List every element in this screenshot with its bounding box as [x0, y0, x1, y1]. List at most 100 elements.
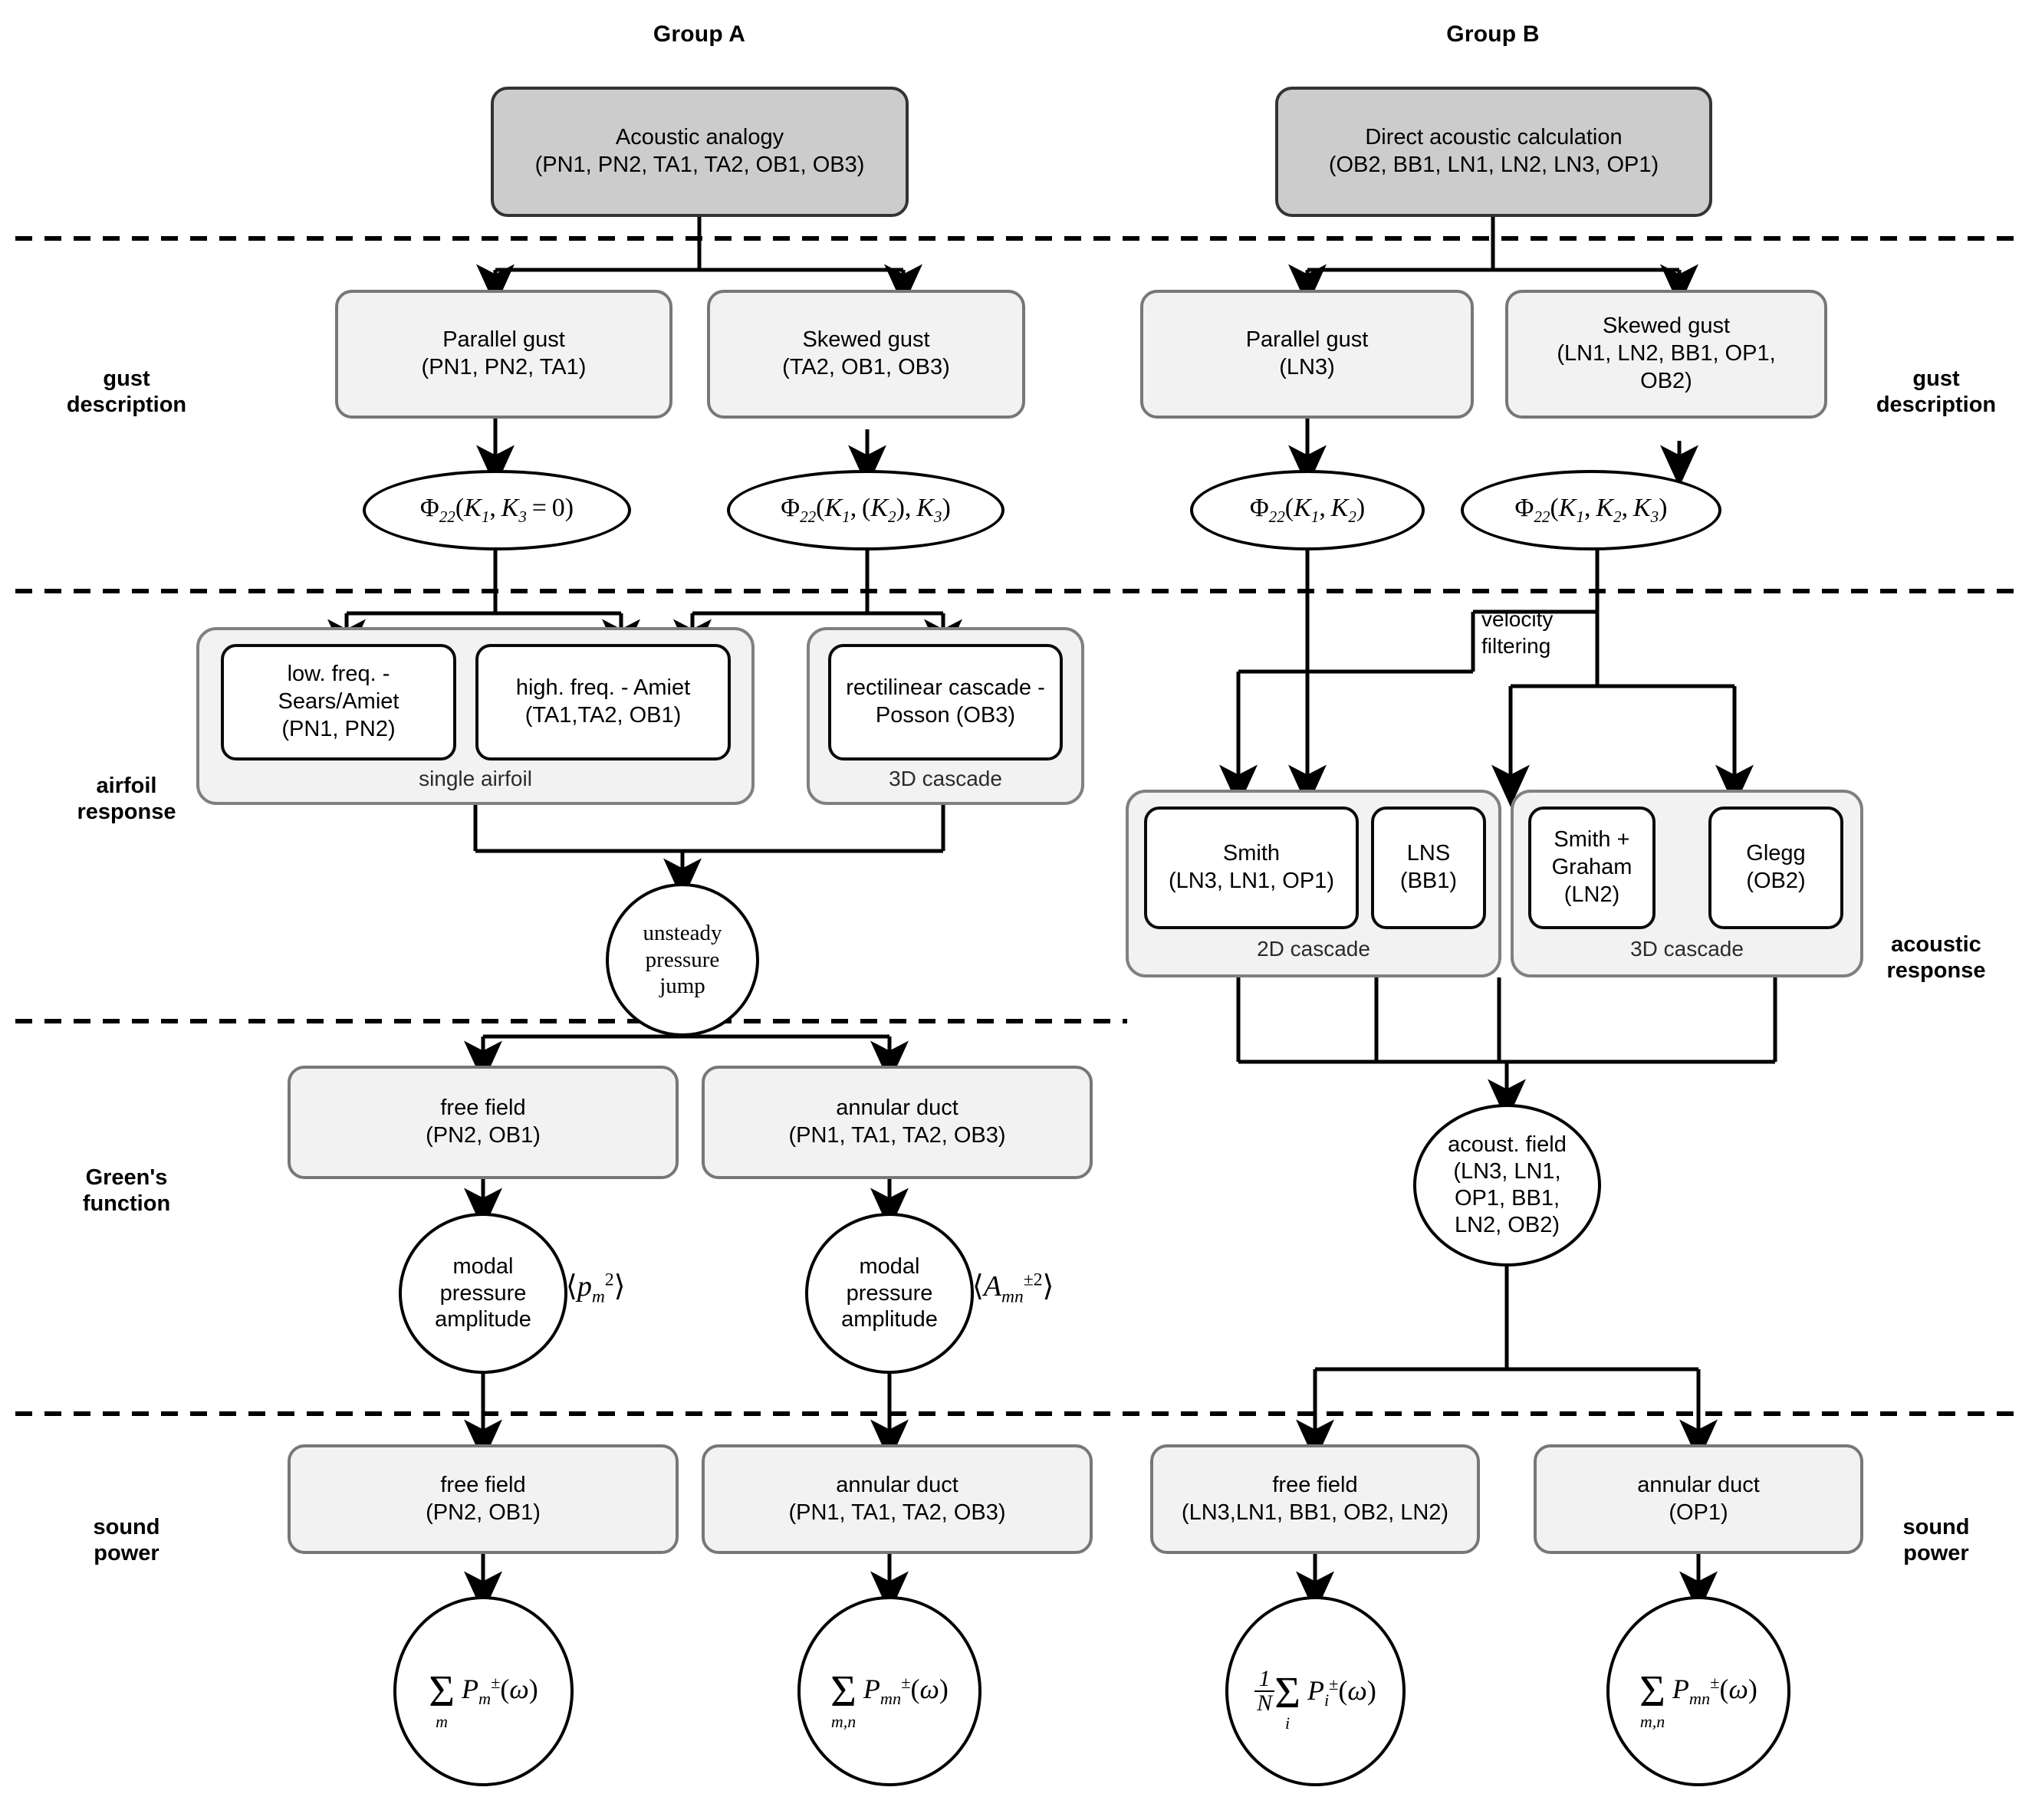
node-group-b-root[interactable]: Direct acoustic calculation (OB2, BB1, L…: [1275, 87, 1712, 217]
node-line1: Smith +: [1554, 827, 1630, 853]
node-line1: annular duct: [836, 1472, 958, 1497]
node-line1: Direct acoustic calculation: [1365, 125, 1623, 150]
node-group-b-skewed-gust[interactable]: Skewed gust (LN1, LN2, BB1, OP1, OB2): [1505, 290, 1827, 419]
group-a-title: Group A: [653, 21, 746, 47]
ellipse-group-a-modal-pressure-duct[interactable]: modal pressure amplitude: [805, 1213, 974, 1374]
node-group-b-parallel-gust[interactable]: Parallel gust (LN3): [1140, 290, 1474, 419]
node-line1: Parallel gust: [442, 327, 565, 353]
spectrum-formula: Φ22(K1, K2, K3): [1514, 494, 1668, 527]
node-group-b-glegg[interactable]: Glegg (OB2): [1708, 807, 1843, 929]
node-line1: modal: [452, 1253, 514, 1279]
node-line2: (PN2, OB1): [426, 1123, 541, 1148]
node-line1: Glegg: [1746, 841, 1806, 866]
spectrum-formula: Φ22(K1, K3 = 0): [419, 494, 574, 527]
node-line2: (OB2): [1746, 869, 1806, 893]
spectrum-formula: Φ22(K1, (K2), K3): [781, 494, 951, 527]
ellipse-group-a-spectrum-skewed[interactable]: Φ22(K1, (K2), K3): [727, 470, 1004, 550]
node-line1: Parallel gust: [1245, 327, 1369, 353]
node-line1: free field: [440, 1472, 526, 1497]
node-line1: free field: [1272, 1472, 1358, 1497]
node-line3: (PN1, PN2): [281, 716, 396, 741]
node-group-b-smith[interactable]: Smith (LN3, LN1, OP1): [1144, 807, 1359, 929]
spectrum-formula: Φ22(K1, K2): [1249, 494, 1366, 527]
wrapper-label-group-b-2d-cascade: 2D cascade: [1257, 937, 1370, 961]
node-line2: (PN1, TA1, TA2, OB3): [788, 1123, 1006, 1148]
node-group-a-low-freq[interactable]: low. freq. - Sears/Amiet (PN1, PN2): [221, 644, 456, 761]
node-line2: (LN3,LN1, BB1, OB2, LN2): [1181, 1500, 1449, 1525]
modal-pressure-duct-math: ⟨Amn±2⟩: [972, 1270, 1054, 1307]
node-line2: (PN1, TA1, TA2, OB3): [788, 1500, 1006, 1525]
node-line3: (LN2): [1563, 882, 1620, 907]
node-line2: (PN1, PN2, TA1, TA2, OB1, OB3): [534, 153, 865, 177]
node-line2: (LN1, LN2, BB1, OP1,: [1557, 341, 1776, 366]
node-line2: (LN3, LN1, OP1): [1169, 869, 1334, 893]
ellipse-group-a-modal-pressure-free[interactable]: modal pressure amplitude: [399, 1213, 567, 1374]
node-line3: amplitude: [841, 1307, 938, 1332]
node-line2: (TA2, OB1, OB3): [782, 355, 950, 379]
node-line2: (OP1): [1669, 1500, 1728, 1525]
node-line2: pressure: [846, 1280, 933, 1306]
node-line1: free field: [440, 1096, 526, 1121]
ellipse-group-b-spectrum-parallel[interactable]: Φ22(K1, K2): [1190, 470, 1425, 550]
node-line1: LNS: [1406, 841, 1451, 866]
node-line1: Skewed gust: [1602, 314, 1731, 339]
ellipse-group-a-pressure-jump[interactable]: unsteady pressure jump: [606, 883, 759, 1036]
node-line2: pressure: [439, 1280, 527, 1306]
node-line2: Posson (OB3): [875, 703, 1016, 728]
node-group-a-root[interactable]: Acoustic analogy (PN1, PN2, TA1, TA2, OB…: [491, 87, 909, 217]
node-group-a-parallel-gust[interactable]: Parallel gust (PN1, PN2, TA1): [335, 290, 672, 419]
node-group-b-power-annular-duct[interactable]: annular duct (OP1): [1534, 1444, 1863, 1554]
node-group-b-power-free-field[interactable]: free field (LN3,LN1, BB1, OB2, LN2): [1150, 1444, 1480, 1554]
node-line1: annular duct: [836, 1096, 958, 1121]
ellipse-group-b-spectrum-skewed[interactable]: Φ22(K1, K2, K3): [1461, 470, 1721, 550]
node-line2: Sears/Amiet: [278, 689, 399, 715]
node-line3: amplitude: [435, 1307, 531, 1332]
node-line2: (LN3, LN1,: [1453, 1159, 1561, 1184]
node-line3: jump: [659, 974, 705, 999]
group-b-title: Group B: [1446, 21, 1540, 47]
node-group-a-rectilinear-cascade[interactable]: rectilinear cascade - Posson (OB3): [828, 644, 1063, 761]
ellipse-group-a-spectrum-parallel[interactable]: Φ22(K1, K3 = 0): [363, 470, 631, 550]
node-line1: Smith: [1222, 841, 1281, 866]
node-group-a-power-free-field[interactable]: free field (PN2, OB1): [288, 1444, 679, 1554]
node-line3: OP1, BB1,: [1454, 1186, 1560, 1211]
node-group-a-high-freq[interactable]: high. freq. - Amiet (TA1,TA2, OB1): [475, 644, 731, 761]
node-line1: high. freq. - Amiet: [515, 675, 691, 701]
node-group-b-smith-graham[interactable]: Smith + Graham (LN2): [1528, 807, 1656, 929]
node-line1: unsteady: [643, 920, 722, 945]
node-group-a-skewed-gust[interactable]: Skewed gust (TA2, OB1, OB3): [707, 290, 1025, 419]
node-line1: Skewed gust: [802, 327, 930, 353]
node-line1: annular duct: [1637, 1472, 1760, 1497]
wrapper-label-group-a-3d-cascade: 3D cascade: [889, 767, 1002, 790]
wrapper-label-group-b-3d-cascade: 3D cascade: [1630, 937, 1744, 961]
node-line4: LN2, OB2): [1454, 1212, 1560, 1237]
node-line2: pressure: [645, 947, 720, 972]
node-group-b-lns[interactable]: LNS (BB1): [1371, 807, 1486, 929]
node-line2: (LN3): [1279, 355, 1335, 379]
node-line1: low. freq. -: [287, 662, 390, 687]
node-line1: rectilinear cascade -: [846, 675, 1045, 701]
node-group-a-green-free-field[interactable]: free field (PN2, OB1): [288, 1066, 679, 1179]
ellipse-group-b-acoustic-field[interactable]: acoust. field (LN3, LN1, OP1, BB1, LN2, …: [1413, 1104, 1601, 1266]
node-line1: modal: [859, 1253, 920, 1279]
node-group-a-power-annular-duct[interactable]: annular duct (PN1, TA1, TA2, OB3): [702, 1444, 1093, 1554]
node-line1: Acoustic analogy: [615, 125, 784, 150]
node-group-a-green-annular-duct[interactable]: annular duct (PN1, TA1, TA2, OB3): [702, 1066, 1093, 1179]
